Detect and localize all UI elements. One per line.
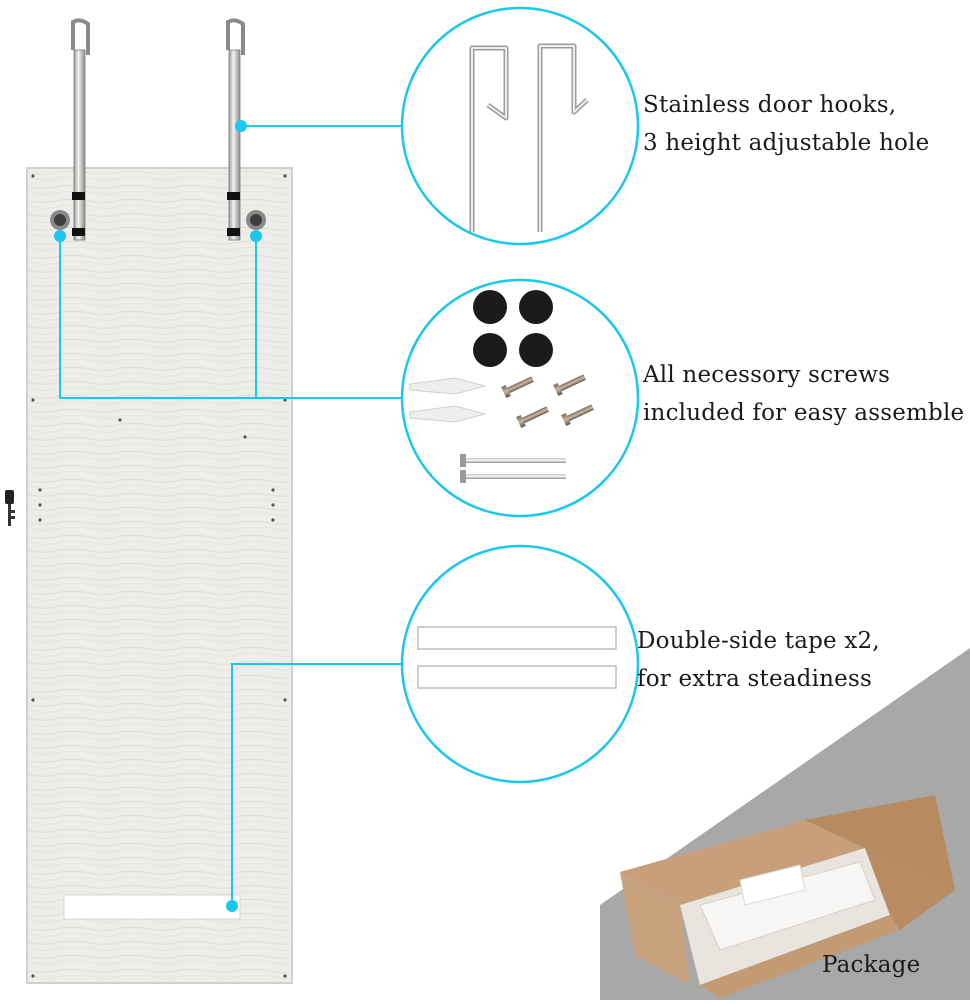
- callout-dots: [54, 120, 262, 912]
- tape-callout-line1: Double-side tape x2,: [637, 628, 880, 654]
- screws-callout-line1: All necessory screws: [643, 362, 891, 388]
- machine-screws: [501, 374, 594, 429]
- screws-detail-circle: [400, 278, 640, 518]
- wall-anchors: [409, 377, 487, 423]
- package-label: Package: [822, 952, 921, 978]
- keyhole-mount-left: [50, 210, 70, 230]
- hooks-callout-label: Stainless door hooks, 3 height adjustabl…: [643, 86, 929, 162]
- panel-tape-strip: [63, 894, 241, 920]
- keyhole-mount-right: [246, 210, 266, 230]
- package-box: [620, 795, 955, 998]
- screws-callout-line2: included for easy assemble: [643, 400, 965, 426]
- wood-screws: [460, 454, 566, 483]
- felt-pads: [473, 290, 553, 367]
- hooks-callout-line2: 3 height adjustable hole: [643, 130, 930, 156]
- cabinet-panel: [5, 167, 293, 984]
- hooks-detail-circle: [400, 6, 640, 246]
- tape-callout-label: Double-side tape x2, for extra steadines…: [637, 622, 880, 698]
- lock-key-icon: [5, 490, 15, 526]
- door-hooks: [71, 18, 245, 241]
- callout-lines: [59, 125, 404, 906]
- screws-callout-label: All necessory screws included for easy a…: [643, 356, 964, 432]
- hooks-callout-line1: Stainless door hooks,: [643, 92, 897, 118]
- tape-callout-line2: for extra steadiness: [637, 666, 872, 692]
- tape-detail-circle: [400, 544, 640, 784]
